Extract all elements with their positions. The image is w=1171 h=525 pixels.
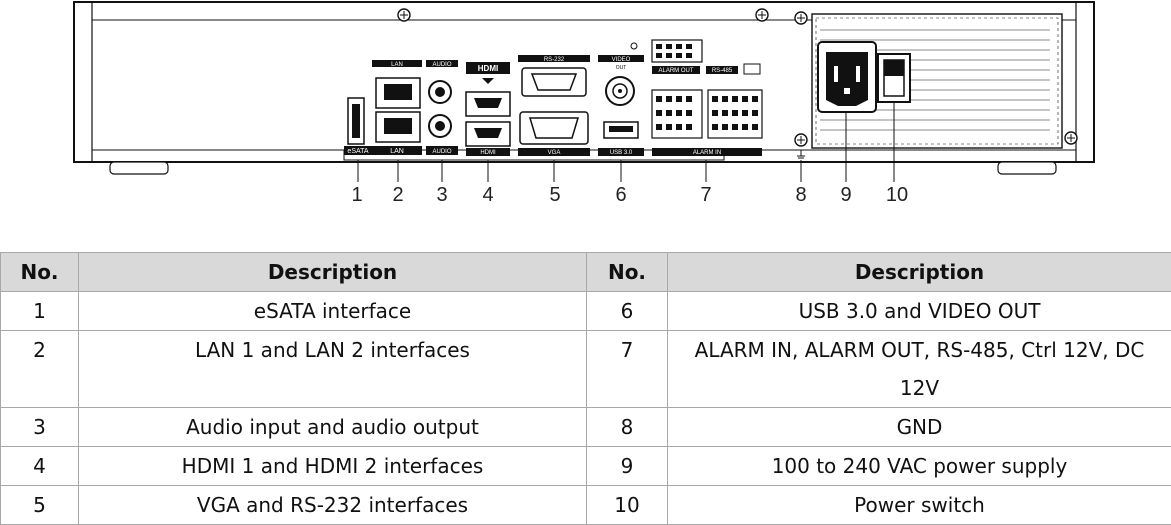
callout-3: 3 bbox=[436, 184, 447, 206]
esata-label: eSATA bbox=[347, 148, 368, 155]
header-no-left: No. bbox=[1, 253, 79, 292]
callout-5: 5 bbox=[549, 184, 560, 206]
row-description-cell: 100 to 240 VAC power supply bbox=[668, 447, 1171, 486]
screw-icon bbox=[795, 134, 807, 146]
table-row: 3 Audio input and audio output 8 GND bbox=[1, 408, 1171, 447]
header-description-right: Description bbox=[668, 253, 1171, 292]
row-number-cell: 10 bbox=[587, 486, 668, 525]
screw-icon bbox=[1065, 132, 1077, 144]
header-no-right: No. bbox=[587, 253, 668, 292]
row-number-cell: 2 bbox=[1, 331, 79, 408]
table-row: 4 HDMI 1 and HDMI 2 interfaces 9 100 to … bbox=[1, 447, 1171, 486]
row-number-cell: 6 bbox=[587, 292, 668, 331]
screw-icon bbox=[756, 9, 768, 21]
audio-top-label: AUDIO bbox=[432, 62, 451, 68]
row-description-cell: Audio input and audio output bbox=[79, 408, 587, 447]
usb-label: USB 3.0 bbox=[610, 150, 633, 156]
rs485-label: RS-485 bbox=[712, 68, 733, 74]
row-description-cell: LAN 1 and LAN 2 interfaces bbox=[79, 331, 587, 408]
callout-7: 7 bbox=[700, 184, 711, 206]
table-row: 2 LAN 1 and LAN 2 interfaces 7 ALARM IN,… bbox=[1, 331, 1171, 408]
audio-bottom-label: AUDIO bbox=[432, 149, 451, 155]
callout-10: 10 bbox=[886, 184, 908, 206]
chassis-foot-left bbox=[110, 162, 168, 174]
table-row: 5 VGA and RS-232 interfaces 10 Power swi… bbox=[1, 486, 1171, 525]
svg-text:HDMI: HDMI bbox=[478, 64, 498, 73]
screw-icon bbox=[795, 12, 807, 24]
lan-top-label: LAN bbox=[391, 62, 403, 68]
callout-6: 6 bbox=[615, 184, 626, 206]
row-number-cell: 7 bbox=[587, 331, 668, 408]
interface-description-table: No. Description No. Description 1 eSATA … bbox=[0, 252, 1171, 525]
hdmi-bottom-label: HDMI bbox=[480, 150, 496, 156]
alarm-out-label: ALARM OUT bbox=[658, 68, 693, 74]
table-row: 1 eSATA interface 6 USB 3.0 and VIDEO OU… bbox=[1, 292, 1171, 331]
row-description-cell: USB 3.0 and VIDEO OUT bbox=[668, 292, 1171, 331]
header-description-left: Description bbox=[79, 253, 587, 292]
callout-9: 9 bbox=[840, 184, 851, 206]
alarm-top-terminal bbox=[652, 40, 702, 62]
screw-icon bbox=[398, 9, 410, 21]
table-header-row: No. Description No. Description bbox=[1, 253, 1171, 292]
row-number-cell: 1 bbox=[1, 292, 79, 331]
row-description-cell: eSATA interface bbox=[79, 292, 587, 331]
lan-bottom-label: LAN bbox=[390, 148, 404, 155]
row-number-cell: 8 bbox=[587, 408, 668, 447]
video-sub-label: OUT bbox=[616, 65, 627, 71]
alarm-in-label: ALARM IN bbox=[693, 150, 721, 156]
callout-2: 2 bbox=[392, 184, 403, 206]
row-description-cell: HDMI 1 and HDMI 2 interfaces bbox=[79, 447, 587, 486]
rs232-label: RS-232 bbox=[544, 57, 565, 63]
chassis-foot-right bbox=[998, 162, 1056, 174]
rear-panel-diagram: eSATA LAN LAN AUDIO AUDIO HDMI HDMI RS-2… bbox=[0, 0, 1171, 250]
row-number-cell: 9 bbox=[587, 447, 668, 486]
row-description-cell: ALARM IN, ALARM OUT, RS-485, Ctrl 12V, D… bbox=[668, 331, 1171, 408]
video-label: VIDEO bbox=[612, 57, 631, 63]
row-number-cell: 4 bbox=[1, 447, 79, 486]
row-number-cell: 5 bbox=[1, 486, 79, 525]
row-description-cell: Power switch bbox=[668, 486, 1171, 525]
callout-1: 1 bbox=[351, 184, 362, 206]
row-description-cell: VGA and RS-232 interfaces bbox=[79, 486, 587, 525]
vga-label: VGA bbox=[548, 150, 561, 156]
row-description-cell: GND bbox=[668, 408, 1171, 447]
row-number-cell: 3 bbox=[1, 408, 79, 447]
callout-4: 4 bbox=[482, 184, 493, 206]
callout-8: 8 bbox=[795, 184, 806, 206]
